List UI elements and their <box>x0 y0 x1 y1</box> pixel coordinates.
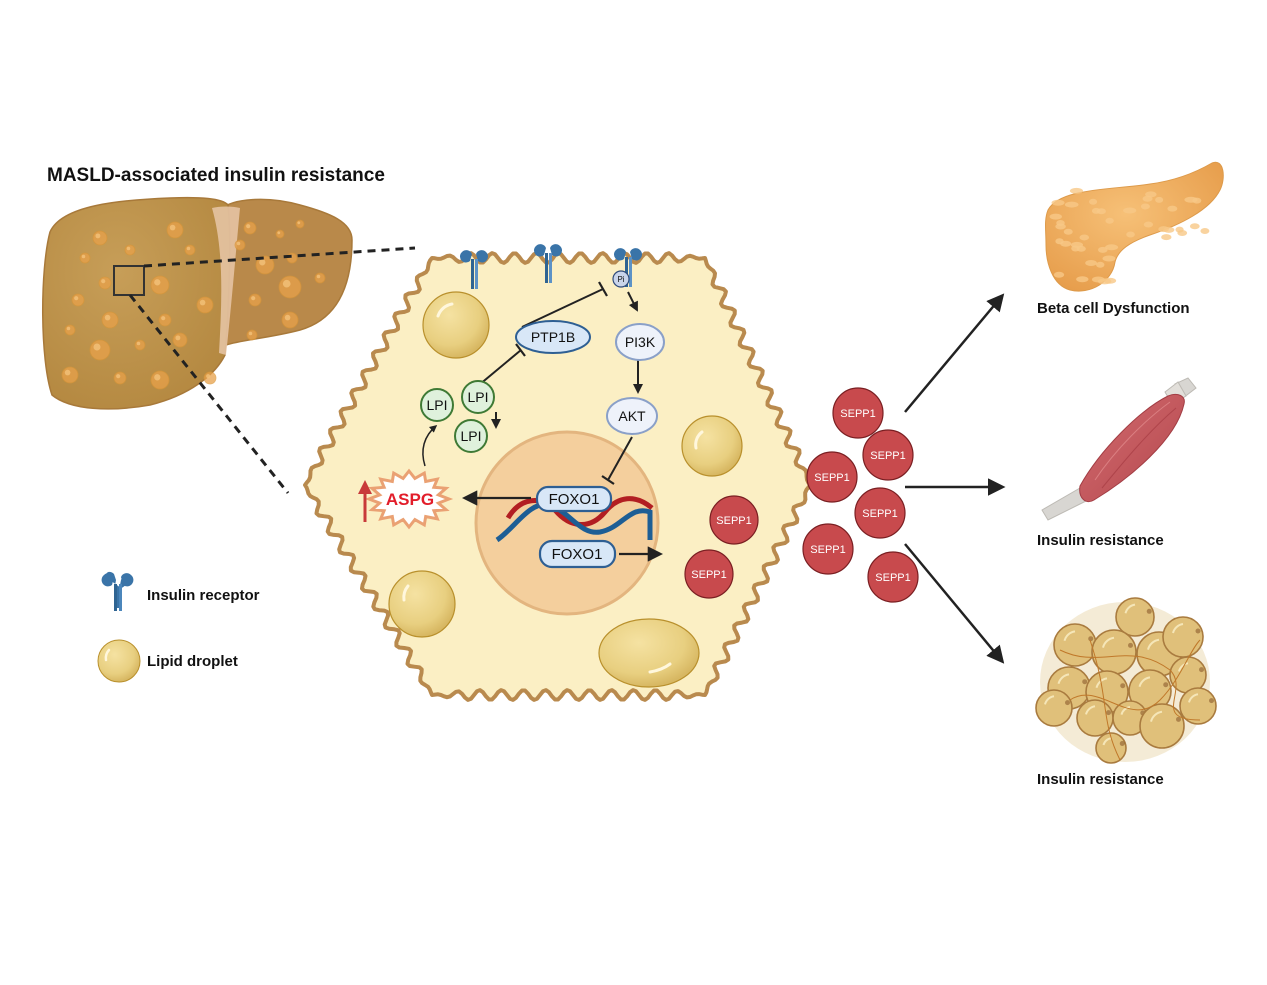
sepp1-label: SEPP1 <box>870 450 905 462</box>
lpi-label: LPI <box>467 389 488 405</box>
lipid-droplet-icon <box>389 571 455 637</box>
lpi-node: LPI <box>455 420 487 452</box>
lpi-label: LPI <box>426 397 447 413</box>
sepp1-label: SEPP1 <box>875 572 910 584</box>
figure-title: MASLD-associated insulin resistance <box>47 165 385 186</box>
organ-arrows <box>905 296 1002 661</box>
sepp1-node: SEPP1 <box>803 524 853 574</box>
aspg-label: ASPG <box>386 490 434 509</box>
phosphate-pi-node: Pi <box>613 271 629 287</box>
ptp1b-node: PTP1B <box>516 321 590 353</box>
adipose-tissue-illustration <box>1036 598 1216 763</box>
sepp1-label: SEPP1 <box>810 544 845 556</box>
lpi-label: LPI <box>460 428 481 444</box>
muscle-illustration <box>1042 378 1196 520</box>
target-label-adipose: Insulin resistance <box>1037 771 1164 788</box>
sepp1-secreted: SEPP1SEPP1SEPP1SEPP1SEPP1SEPP1 <box>803 388 918 602</box>
sepp1-label: SEPP1 <box>691 569 726 581</box>
sepp1-label: SEPP1 <box>862 508 897 520</box>
akt-label: AKT <box>618 408 646 424</box>
pancreas-illustration <box>1046 162 1224 291</box>
sepp1-label: SEPP1 <box>814 472 849 484</box>
akt-node: AKT <box>607 398 657 434</box>
ptp1b-label: PTP1B <box>531 329 575 345</box>
foxo1-node-bottom: FOXO1 <box>540 541 615 567</box>
foxo1-node-top: FOXO1 <box>537 487 611 511</box>
sepp1-node: SEPP1 <box>685 550 733 598</box>
aspg-node: ASPG <box>369 471 449 527</box>
sepp1-node: SEPP1 <box>710 496 758 544</box>
sepp1-label: SEPP1 <box>840 408 875 420</box>
pi-label: Pi <box>617 275 624 284</box>
legend-label-lipid-droplet: Lipid droplet <box>147 653 238 670</box>
foxo1-label: FOXO1 <box>549 491 600 508</box>
sepp1-label: SEPP1 <box>716 515 751 527</box>
pi3k-label: PI3K <box>625 334 656 350</box>
sepp1-node: SEPP1 <box>855 488 905 538</box>
lipid-droplet-icon <box>423 292 489 358</box>
sepp1-node: SEPP1 <box>868 552 918 602</box>
pi3k-node: PI3K <box>616 324 664 360</box>
lipid-droplet-icon <box>599 619 699 687</box>
legend: Insulin receptor Lipid droplet <box>98 572 260 682</box>
lpi-node: LPI <box>462 381 494 413</box>
target-label-pancreas: Beta cell Dysfunction <box>1037 300 1190 317</box>
sepp1-node: SEPP1 <box>807 452 857 502</box>
target-label-muscle: Insulin resistance <box>1037 532 1164 549</box>
liver-illustration <box>43 198 352 409</box>
sepp1-node: SEPP1 <box>863 430 913 480</box>
lipid-droplet-icon <box>98 640 140 682</box>
foxo1-label: FOXO1 <box>552 546 603 563</box>
legend-label-insulin-receptor: Insulin receptor <box>147 587 260 604</box>
insulin-receptor-icon <box>102 572 134 611</box>
lipid-droplet-icon <box>682 416 742 476</box>
lpi-node: LPI <box>421 389 453 421</box>
sepp1-node: SEPP1 <box>833 388 883 438</box>
